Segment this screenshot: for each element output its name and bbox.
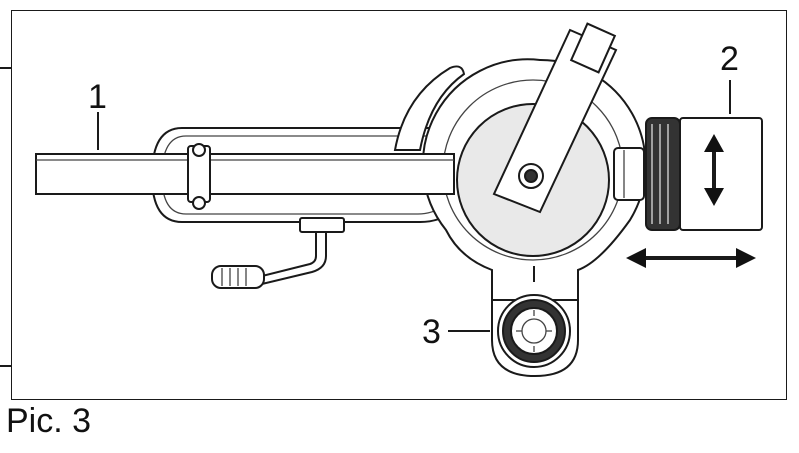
lift-lever xyxy=(393,65,466,151)
double-arrow-vertical-icon xyxy=(704,134,724,206)
counterweight xyxy=(613,117,763,231)
figure-caption: Pic. 3 xyxy=(6,402,92,440)
double-arrow-horizontal-icon xyxy=(626,248,756,268)
anti-skating-dial xyxy=(491,294,579,378)
callout-2: 2 xyxy=(720,40,739,78)
pivot-bracket xyxy=(492,22,618,214)
arm-tube xyxy=(35,153,455,195)
arm-clamp xyxy=(187,143,211,210)
cable-connector xyxy=(211,217,345,289)
callout-3: 3 xyxy=(422,313,441,351)
callout-1: 1 xyxy=(88,78,107,116)
